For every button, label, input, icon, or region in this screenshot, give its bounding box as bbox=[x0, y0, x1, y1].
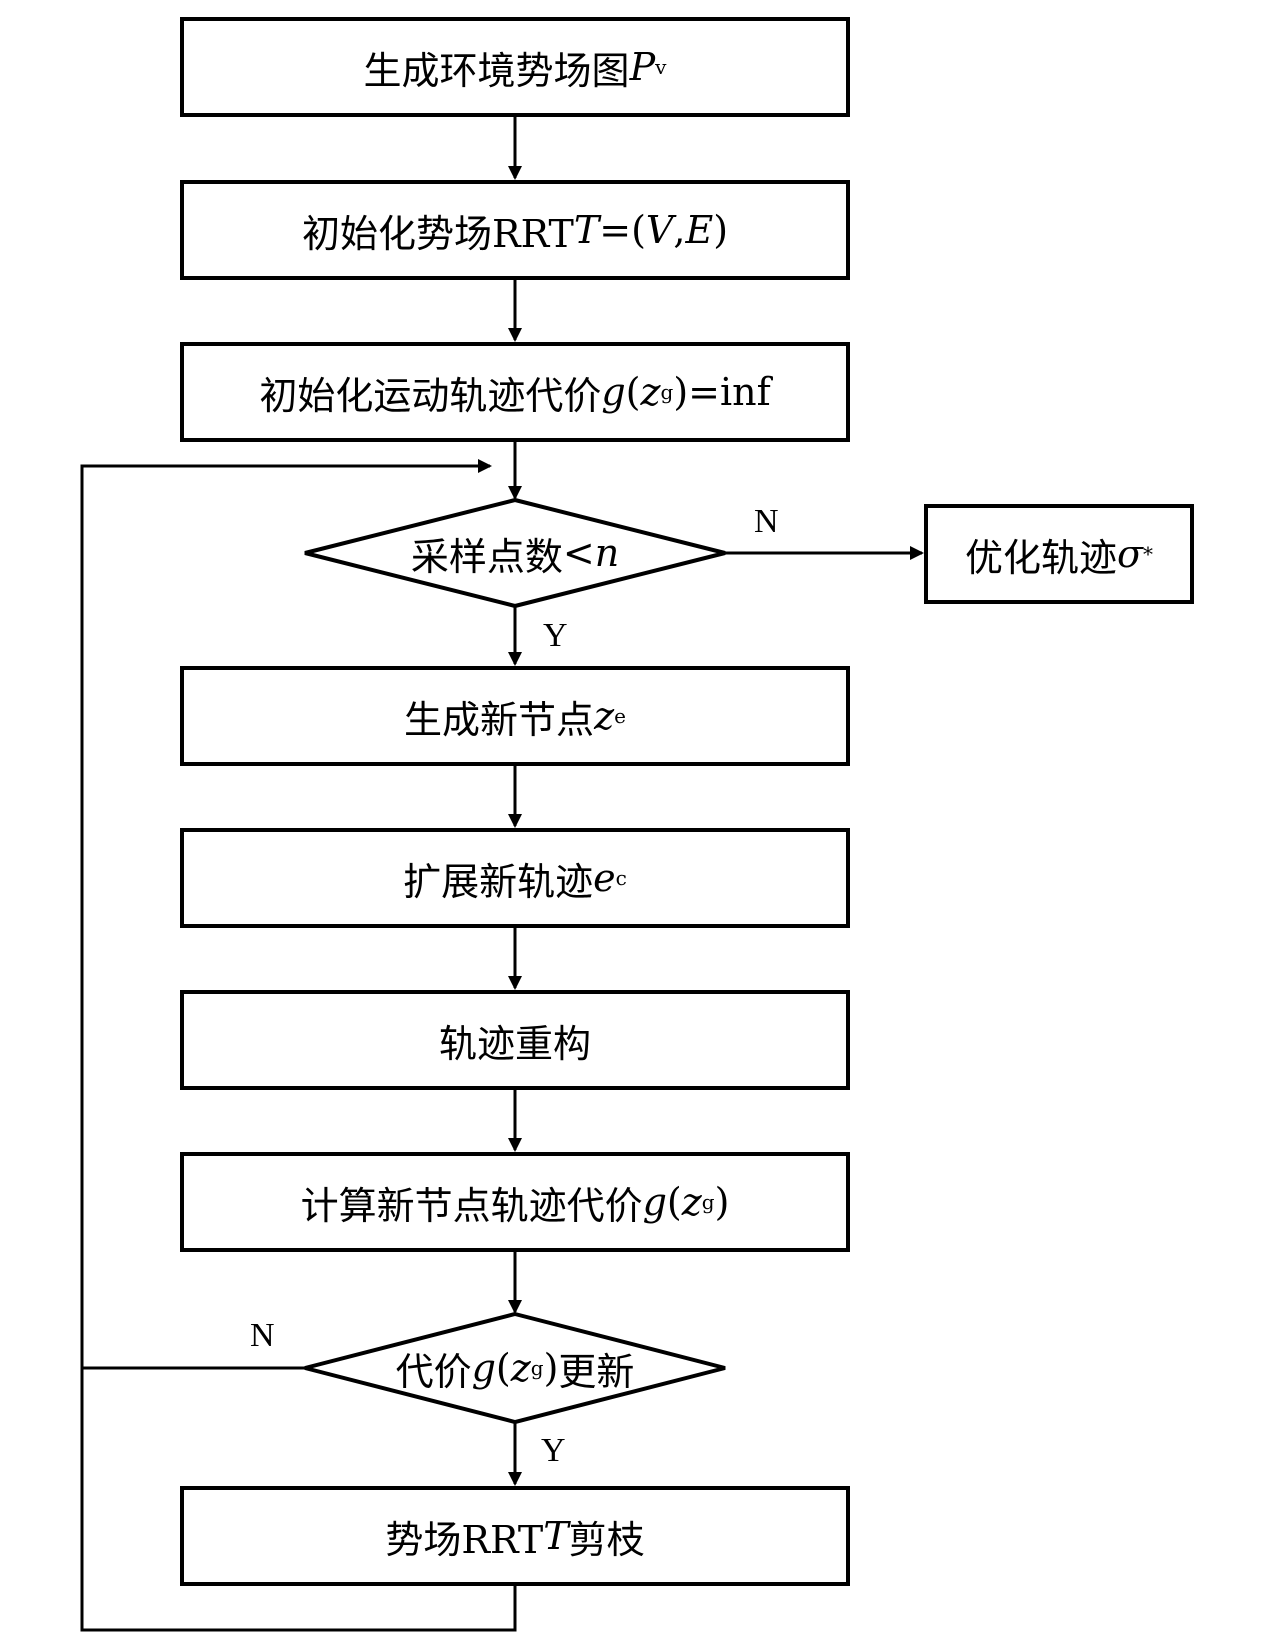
step-init-rrt: 初始化势场RRT T=(V, E) bbox=[180, 180, 850, 280]
decision-sample-count: 采样点数<n bbox=[410, 531, 620, 579]
loop-prune-back bbox=[80, 1368, 517, 1632]
step-reconstruct: 轨迹重构 bbox=[180, 990, 850, 1090]
decision-sample-no-label: N bbox=[754, 503, 779, 540]
decision-sample-yes-label: Y bbox=[543, 617, 568, 654]
decision-cost-no-label: N bbox=[250, 1317, 275, 1354]
decision-cost-yes-label: Y bbox=[541, 1432, 566, 1469]
loop-decision2-no bbox=[80, 459, 492, 1370]
